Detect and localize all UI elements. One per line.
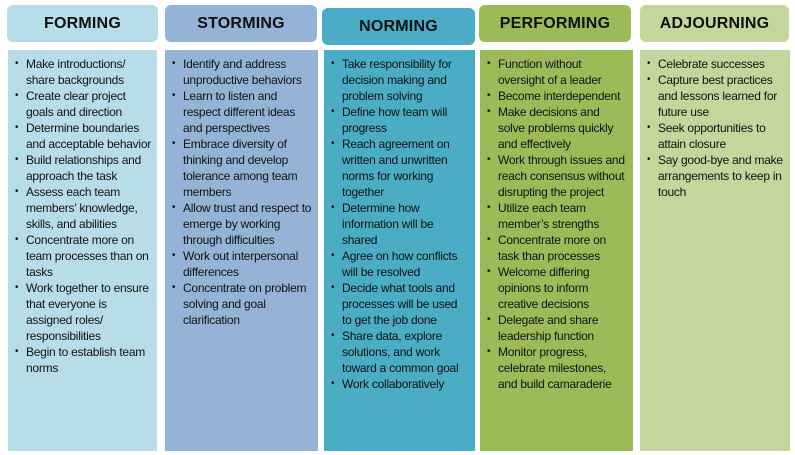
- list-item: Welcome differing opinions to inform cre…: [484, 264, 627, 312]
- list-item: Define how team will progress: [328, 104, 469, 136]
- list-item: Allow trust and respect to emerge by wor…: [169, 200, 312, 248]
- list-item: Work out interpersonal differences: [169, 248, 312, 280]
- list-item: Delegate and share leadership function: [484, 312, 627, 344]
- storming-activity-list: Identify and address unproductive behavi…: [169, 56, 312, 328]
- norming-activity-list: Take responsibility for decision making …: [328, 56, 469, 392]
- list-item: Determine how information will be shared: [328, 200, 469, 248]
- list-item: Celebrate successes: [644, 56, 784, 72]
- list-item: Build relationships and approach the tas…: [12, 152, 151, 184]
- list-item: Decide what tools and processes will be …: [328, 280, 469, 328]
- list-item: Agree on how conflicts will be resolved: [328, 248, 469, 280]
- list-item: Say good-bye and make arrangements to ke…: [644, 152, 784, 200]
- adjourning-activity-list: Celebrate successesCapture best practice…: [644, 56, 784, 200]
- list-item: Monitor progress, celebrate milestones, …: [484, 344, 627, 392]
- list-item: Take responsibility for decision making …: [328, 56, 469, 104]
- stage-column-forming: Make introductions/ share backgroundsCre…: [8, 50, 157, 451]
- list-item: Work collaboratively: [328, 376, 469, 392]
- stage-header-performing: PERFORMING: [479, 5, 631, 42]
- list-item: Share data, explore solutions, and work …: [328, 328, 469, 376]
- list-item: Capture best practices and lessons learn…: [644, 72, 784, 120]
- list-item: Assess each team members’ knowledge, ski…: [12, 184, 151, 232]
- list-item: Concentrate on problem solving and goal …: [169, 280, 312, 328]
- stage-column-adjourning: Celebrate successesCapture best practice…: [640, 50, 790, 451]
- stage-header-adjourning: ADJOURNING: [640, 5, 789, 42]
- list-item: Create clear project goals and direction: [12, 88, 151, 120]
- stage-column-performing: Function without oversight of a leaderBe…: [480, 50, 633, 451]
- list-item: Work together to ensure that everyone is…: [12, 280, 151, 344]
- list-item: Utilize each team member’s strengths: [484, 200, 627, 232]
- performing-activity-list: Function without oversight of a leaderBe…: [484, 56, 627, 392]
- list-item: Concentrate more on task than processes: [484, 232, 627, 264]
- list-item: Reach agreement on written and unwritten…: [328, 136, 469, 200]
- list-item: Become interdependent: [484, 88, 627, 104]
- stage-column-storming: Identify and address unproductive behavi…: [165, 50, 318, 451]
- list-item: Learn to listen and respect different id…: [169, 88, 312, 136]
- forming-activity-list: Make introductions/ share backgroundsCre…: [12, 56, 151, 376]
- list-item: Work through issues and reach consensus …: [484, 152, 627, 200]
- list-item: Make introductions/ share backgrounds: [12, 56, 151, 88]
- stage-header-storming: STORMING: [165, 5, 317, 42]
- list-item: Begin to establish team norms: [12, 344, 151, 376]
- list-item: Identify and address unproductive behavi…: [169, 56, 312, 88]
- stage-header-norming: NORMING: [322, 8, 475, 45]
- list-item: Concentrate more on team processes than …: [12, 232, 151, 280]
- list-item: Determine boundaries and acceptable beha…: [12, 120, 151, 152]
- list-item: Seek opportunities to attain closure: [644, 120, 784, 152]
- list-item: Make decisions and solve problems quickl…: [484, 104, 627, 152]
- list-item: Embrace diversity of thinking and develo…: [169, 136, 312, 200]
- stage-header-forming: FORMING: [7, 5, 158, 42]
- stage-column-norming: Take responsibility for decision making …: [324, 50, 475, 451]
- list-item: Function without oversight of a leader: [484, 56, 627, 88]
